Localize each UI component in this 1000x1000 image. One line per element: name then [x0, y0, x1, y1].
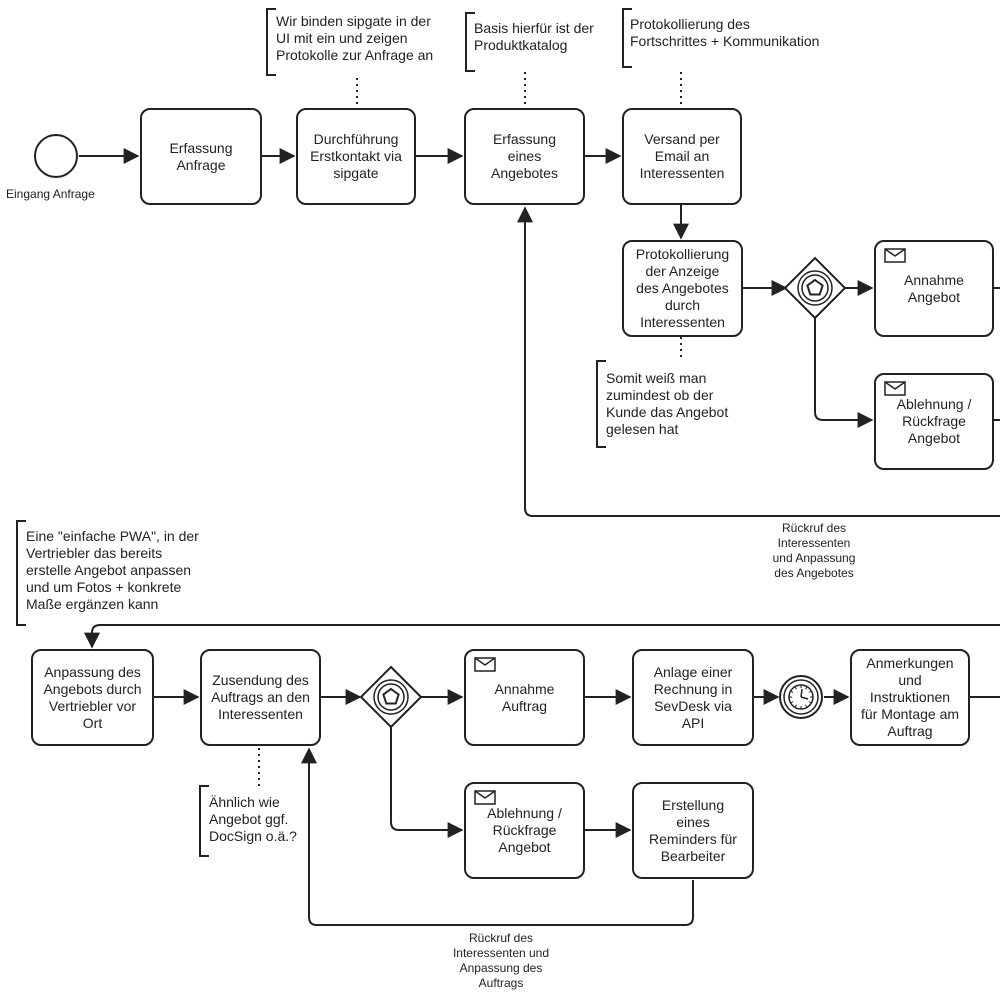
flow-incoming-to-anpassung [84, 624, 1000, 649]
task-label: Versand per Email an Interessenten [639, 131, 725, 181]
task-label: Erfassung eines Angebotes [491, 131, 558, 181]
envelope-icon [474, 657, 496, 672]
event-based-gateway-2 [359, 665, 423, 729]
task-anpassung[interactable]: Anpassung des Angebots durch Vertriebler… [31, 649, 154, 746]
task-annahme-angebot[interactable]: Annahme Angebot [874, 240, 994, 337]
timer-event [779, 675, 823, 719]
annotation-katalog: Basis hierfür ist der Produktkatalog [474, 20, 594, 53]
task-erstkontakt[interactable]: Durchführung Erstkontakt via sipgate [296, 108, 416, 205]
annotation-sipgate: Wir binden sipgate in der UI mit ein und… [276, 13, 434, 63]
task-label: Erstellung eines Reminders für Bearbeite… [649, 796, 737, 864]
flow-label-rueckruf-angebot: Rückruf des Interessenten und Anpassung … [772, 521, 856, 580]
annotation-bracket [199, 785, 209, 857]
envelope-icon [474, 790, 496, 805]
task-label: Anlage einer Rechnung in SevDesk via API [653, 663, 733, 731]
task-ablehnung-auftrag[interactable]: Ablehnung / Rückfrage Angebot [464, 782, 585, 879]
task-label: Annahme Auftrag [494, 680, 555, 714]
task-label: Anpassung des Angebots durch Vertriebler… [43, 663, 142, 731]
flow-gateway-to-ablehnung-auftrag [390, 727, 464, 838]
flow-rueckruf-angebot [517, 206, 1000, 517]
flow-gateway-to-ablehnung [814, 318, 874, 428]
envelope-icon [884, 381, 906, 396]
annotation-docsign: Ähnlich wie Angebot ggf. DocSign o.ä.? [209, 794, 297, 844]
task-versand[interactable]: Versand per Email an Interessenten [622, 108, 742, 205]
task-reminder[interactable]: Erstellung eines Reminders für Bearbeite… [632, 782, 754, 879]
task-label: Ablehnung / Rückfrage Angebot [896, 396, 972, 446]
task-label: Ablehnung / Rückfrage Angebot [487, 805, 562, 855]
annotation-pwa: Eine "einfache PWA", in der Vertriebler … [26, 528, 199, 612]
task-ablehnung-angebot[interactable]: Ablehnung / Rückfrage Angebot [874, 373, 994, 470]
annotation-bracket [16, 520, 26, 626]
task-label: Protokollierung der Anzeige des Angebote… [635, 246, 730, 330]
annotation-bracket [622, 8, 632, 68]
task-annahme-auftrag[interactable]: Annahme Auftrag [464, 649, 585, 746]
task-label: Durchführung Erstkontakt via sipgate [310, 131, 402, 181]
annotation-fortschritt: Protokollierung des Fortschrittes + Komm… [630, 16, 820, 49]
task-label: Erfassung Anfrage [169, 139, 233, 173]
task-protokollierung[interactable]: Protokollierung der Anzeige des Angebote… [622, 240, 743, 337]
flow-rueckruf-auftrag [301, 747, 694, 926]
task-anmerkungen[interactable]: Anmerkungen und Instruktionen für Montag… [850, 649, 970, 746]
envelope-icon [884, 248, 906, 263]
annotation-bracket [596, 360, 606, 448]
annotation-gelesen: Somit weiß man zumindest ob der Kunde da… [606, 370, 729, 437]
flow-label-rueckruf-auftrag: Rückruf des Interessenten und Anpassung … [452, 931, 550, 990]
task-erfassung-anfrage[interactable]: Erfassung Anfrage [140, 108, 262, 205]
task-zusendung[interactable]: Zusendung des Auftrags an den Interessen… [200, 649, 321, 746]
task-label: Anmerkungen und Instruktionen für Montag… [860, 655, 960, 739]
annotation-bracket [266, 8, 276, 76]
task-label: Zusendung des Auftrags an den Interessen… [211, 672, 310, 722]
event-based-gateway-1 [783, 256, 847, 320]
start-event-label: Eingang Anfrage [6, 187, 95, 201]
start-event-circle [34, 134, 78, 178]
task-label: Annahme Angebot [904, 271, 964, 305]
task-erfassung-angebot[interactable]: Erfassung eines Angebotes [464, 108, 585, 205]
task-rechnung[interactable]: Anlage einer Rechnung in SevDesk via API [632, 649, 754, 746]
annotation-bracket [465, 12, 475, 72]
